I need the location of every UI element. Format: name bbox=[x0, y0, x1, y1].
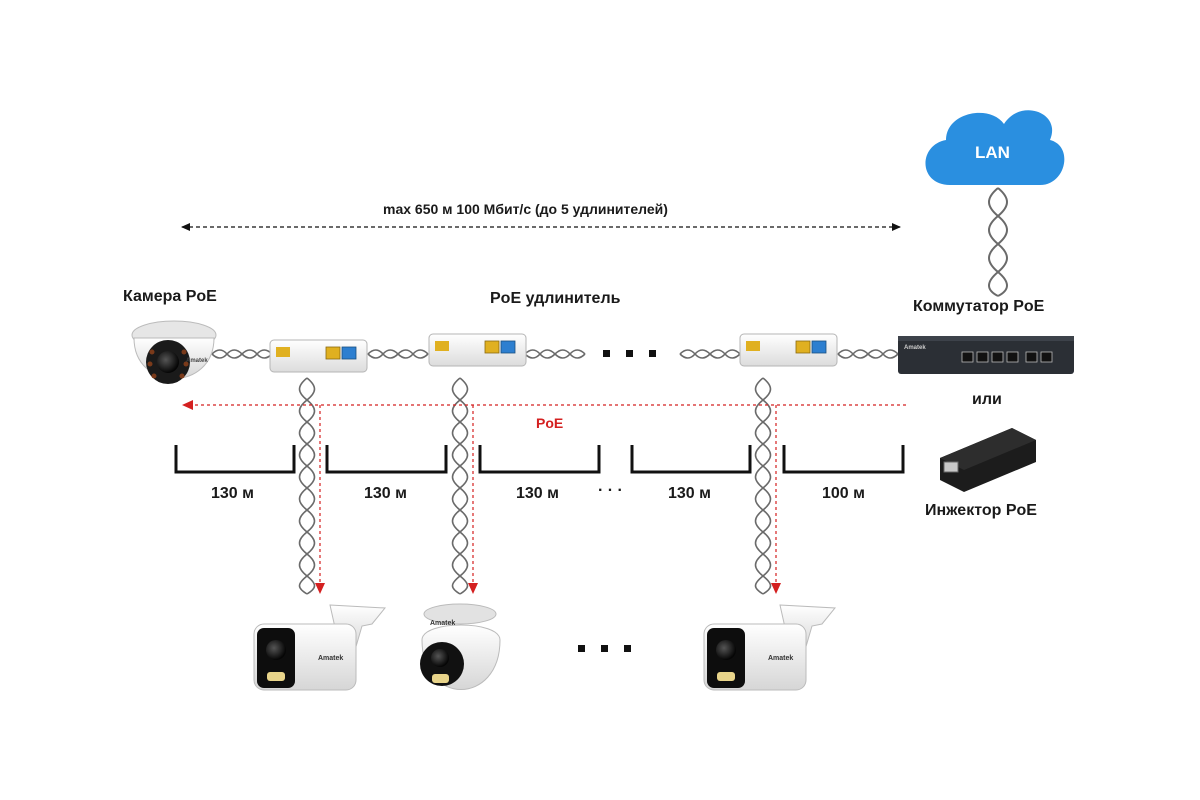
poe-switch bbox=[898, 336, 1074, 374]
segment-bracket-5 bbox=[782, 445, 905, 474]
cable-camera-ext1 bbox=[211, 349, 273, 359]
segment-label-3: 130 м bbox=[516, 485, 559, 502]
brand-logo-bullet-3: Amatek bbox=[768, 655, 794, 662]
poe-extender-3 bbox=[739, 333, 838, 367]
segment-bracket-1 bbox=[174, 445, 296, 474]
brand-logo-bullet-1: Amatek bbox=[318, 655, 344, 662]
lan-label: LAN bbox=[975, 143, 1010, 162]
brand-logo-switch: Amatek bbox=[904, 345, 926, 351]
brand-logo-turret: Amatek bbox=[430, 620, 456, 627]
bullet-camera-1 bbox=[253, 604, 387, 691]
poe-red-label: PoE bbox=[536, 415, 564, 431]
ellipsis-bottom bbox=[578, 645, 631, 652]
cable-ext1-ext2 bbox=[367, 349, 429, 359]
segment-label-2: 130 м bbox=[364, 485, 407, 502]
drop-cable-3 bbox=[754, 377, 772, 595]
segment-bracket-3 bbox=[478, 445, 601, 474]
segment-bracket-4 bbox=[630, 445, 752, 474]
poe-injector bbox=[940, 428, 1036, 492]
lan-cloud bbox=[925, 110, 1065, 185]
brand-logo-dome: Amatek bbox=[186, 358, 208, 364]
poe-extender-1 bbox=[269, 339, 368, 373]
drop-cable-1 bbox=[298, 377, 316, 595]
switch-poe-label: Коммутатор PoE bbox=[913, 298, 1045, 315]
dome-camera-poe bbox=[131, 320, 217, 384]
cable-in-ext3 bbox=[679, 349, 741, 359]
cable-ext2-out bbox=[524, 349, 586, 359]
ellipsis-top bbox=[603, 350, 656, 357]
segment-label-1: 130 м bbox=[211, 485, 254, 502]
injector-poe-label: Инжектор PoE bbox=[925, 502, 1037, 519]
segment-ellipsis: · · · bbox=[598, 482, 623, 499]
segment-label-5: 100 м bbox=[822, 485, 865, 502]
extender-poe-label: PoE удлинитель bbox=[490, 290, 621, 307]
range-label: max 650 м 100 Мбит/с (до 5 удлинителей) bbox=[383, 201, 668, 217]
poe-extender-2 bbox=[428, 333, 527, 367]
segment-label-4: 130 м bbox=[668, 485, 711, 502]
bullet-camera-3 bbox=[703, 604, 837, 691]
segment-brackets bbox=[174, 445, 905, 474]
segment-bracket-2 bbox=[325, 445, 448, 474]
lan-cable bbox=[988, 187, 1008, 297]
turret-camera-2 bbox=[420, 603, 501, 690]
drop-cable-2 bbox=[451, 377, 469, 595]
cable-ext3-switch bbox=[837, 349, 899, 359]
or-label: или bbox=[972, 391, 1002, 408]
camera-poe-label: Камера PoE bbox=[123, 288, 217, 305]
